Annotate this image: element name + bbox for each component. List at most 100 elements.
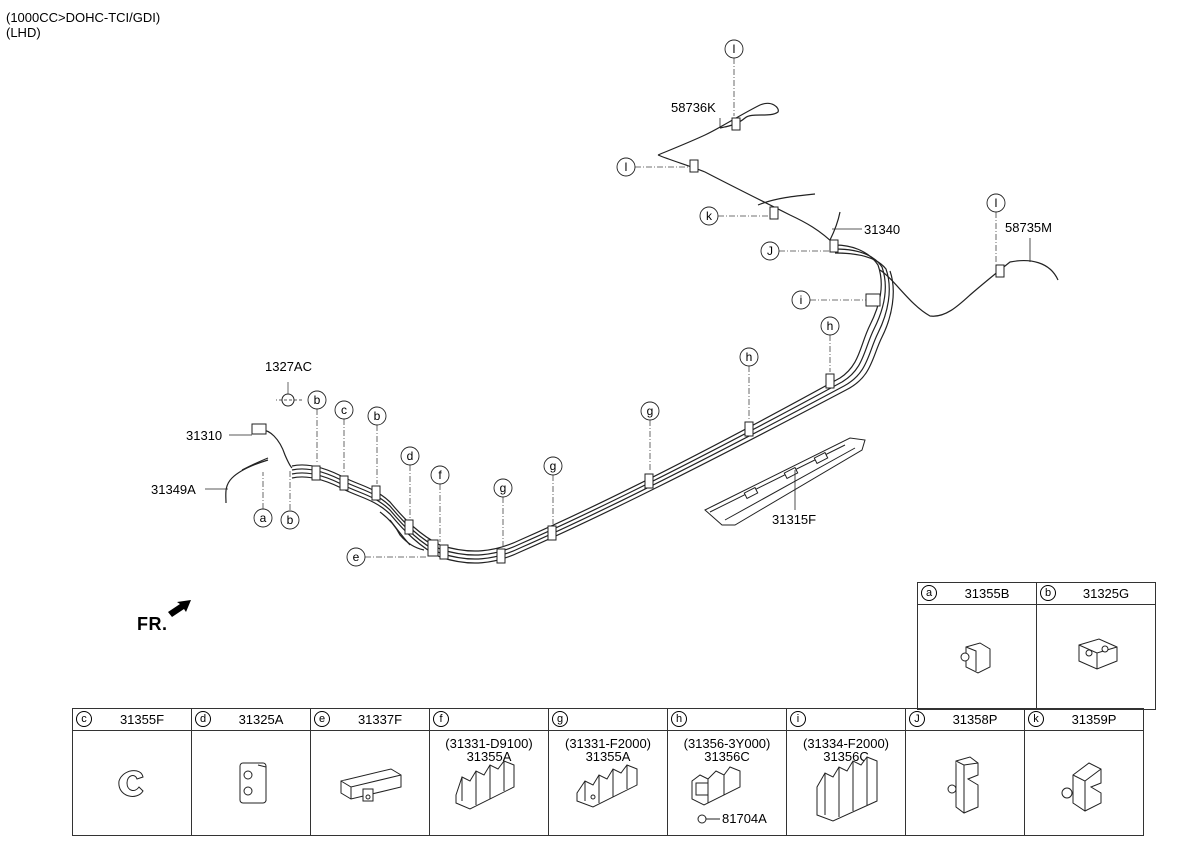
clip-h1 [744, 421, 754, 437]
clip-g1 [496, 548, 506, 564]
marker-b-1: b [307, 390, 327, 410]
clip-g2 [547, 525, 557, 541]
svg-text:g: g [647, 404, 654, 418]
pipe-31310 [257, 429, 293, 469]
svg-text:81704A: 81704A [722, 811, 767, 826]
bracket-31310 [251, 423, 267, 435]
clip-e [427, 539, 439, 557]
clip-b2 [371, 485, 381, 501]
clip-j [829, 239, 839, 253]
front-arrow-icon [168, 600, 191, 617]
label-31310: 31310 [186, 428, 222, 443]
marker-k: k [699, 206, 719, 226]
diagram-header: (1000CC>DOHC-TCI/GDI) (LHD) [6, 10, 160, 40]
label-31340: 31340 [864, 222, 900, 237]
label-1327AC: 1327AC [265, 359, 312, 374]
marker-c: c [334, 400, 354, 420]
svg-text:b: b [374, 409, 381, 423]
svg-text:f: f [438, 468, 442, 482]
svg-text:l: l [733, 42, 736, 56]
clip-k [769, 206, 779, 220]
clip-a-icon [960, 642, 991, 674]
marker-g-1: g [493, 478, 513, 498]
drive-spec: (LHD) [6, 25, 41, 40]
pipe-58736K [657, 102, 779, 156]
part-cell-i: i (31334-F2000)31356C [787, 709, 905, 835]
marker-l-1: l [616, 157, 636, 177]
svg-text:g: g [550, 459, 557, 473]
clip-c-icon [118, 770, 144, 797]
marker-d: d [400, 446, 420, 466]
svg-text:b: b [314, 393, 321, 407]
svg-text:b: b [287, 513, 294, 527]
clip-f-icon [455, 760, 515, 810]
svg-text:e: e [353, 550, 360, 564]
marker-l-3: l [986, 193, 1006, 213]
label-31349A: 31349A [151, 482, 196, 497]
pipe-31349A [225, 459, 269, 504]
marker-g-3: g [640, 401, 660, 421]
part-cell-f: f (31331-D9100)31355A [430, 709, 548, 835]
marker-h-2: h [820, 316, 840, 336]
label-31315F: 31315F [772, 512, 816, 527]
marker-i: i [791, 290, 811, 310]
label-58736K: 58736K [671, 100, 716, 115]
clip-i-icon [816, 756, 878, 822]
clip-c [339, 475, 349, 491]
clip-h2 [825, 373, 835, 389]
clip-h-icon: 81704A [691, 766, 767, 826]
heat-shield-31315F [704, 437, 866, 526]
svg-text:h: h [746, 350, 753, 364]
front-indicator: FR. [137, 614, 168, 634]
clip-b1 [311, 465, 321, 481]
svg-text:k: k [706, 209, 713, 223]
marker-f: f [430, 465, 450, 485]
marker-a: a [253, 508, 273, 528]
svg-text:i: i [800, 293, 803, 307]
clip-d-icon [239, 762, 267, 804]
nut-1327AC [281, 393, 295, 407]
marker-b-3: b [280, 510, 300, 530]
clip-f [439, 544, 449, 560]
svg-text:l: l [625, 160, 628, 174]
clip-g-icon [576, 764, 638, 808]
clip-k-icon [1061, 762, 1102, 812]
clip-l3 [995, 264, 1005, 278]
marker-e: e [346, 547, 366, 567]
clip-b-icon [1078, 638, 1118, 670]
clip-j-icon [947, 756, 979, 814]
marker-h-1: h [739, 347, 759, 367]
marker-g-2: g [543, 456, 563, 476]
marker-b-2: b [367, 406, 387, 426]
svg-text:J: J [767, 244, 773, 258]
clip-e-icon [340, 768, 402, 802]
svg-text:a: a [260, 511, 267, 525]
svg-text:l: l [995, 196, 998, 210]
clip-l1 [689, 159, 699, 173]
svg-text:d: d [407, 449, 414, 463]
marker-j: J [760, 241, 780, 261]
svg-text:h: h [827, 319, 834, 333]
part-cell-g: g (31331-F2000)31355A [549, 709, 667, 835]
marker-l-2: l [724, 39, 744, 59]
clip-d [404, 519, 414, 535]
clip-l2 [731, 117, 741, 131]
part-cell-h: h (31356-3Y000)31356C 81704A [668, 709, 786, 835]
clip-g3 [644, 473, 654, 489]
engine-spec: (1000CC>DOHC-TCI/GDI) [6, 10, 161, 25]
clip-i [865, 293, 881, 307]
label-58735M: 58735M [1005, 220, 1052, 235]
pipe-58735M [879, 259, 1059, 317]
svg-text:g: g [500, 481, 507, 495]
svg-text:c: c [341, 403, 347, 417]
